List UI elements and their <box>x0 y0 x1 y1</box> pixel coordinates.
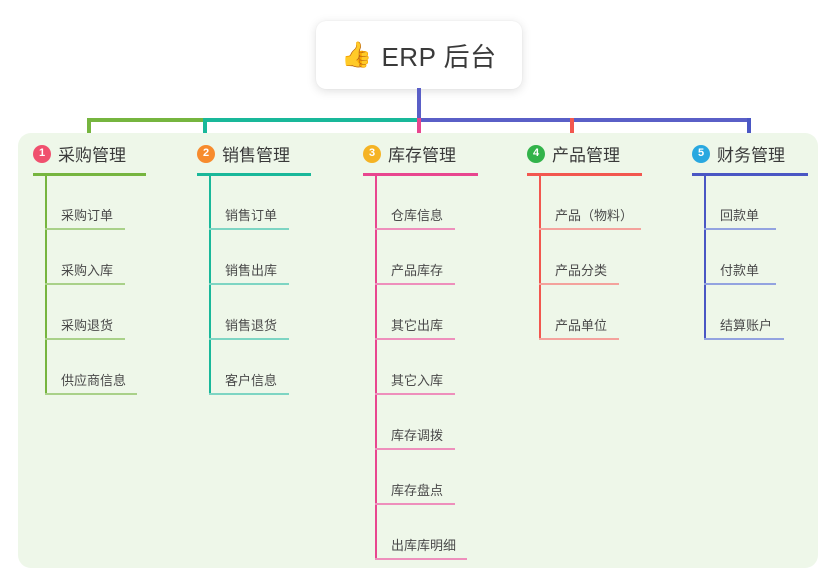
branch-badge-sales: 2 <box>197 144 215 163</box>
branch-spine-finance <box>704 176 706 340</box>
branch-title-purchase: 采购管理 <box>58 146 126 165</box>
branch-title-sales: 销售管理 <box>222 146 290 165</box>
branch-item-inventory-4[interactable]: 其它入库 <box>375 361 455 395</box>
branch-item-label: 产品（物料） <box>555 208 634 223</box>
branch-spine-inventory <box>375 176 377 560</box>
branch-item-rule <box>375 338 455 340</box>
branch-item-inventory-7[interactable]: 出库库明细 <box>375 526 467 560</box>
branch-item-sales-3[interactable]: 销售退货 <box>209 306 289 340</box>
branch-title-inventory: 库存管理 <box>388 146 456 165</box>
branch-item-rule <box>704 283 776 285</box>
bar-segment-green <box>87 118 203 122</box>
branches-panel: 1 采购管理采购订单采购入库采购退货供应商信息 2 销售管理销售订单销售出库销售退货客… <box>18 133 818 568</box>
branch-item-label: 采购入库 <box>61 263 114 278</box>
branch-item-rule <box>704 228 776 230</box>
root-node-title: ERP 后台 <box>381 41 497 72</box>
branch-item-inventory-2[interactable]: 产品库存 <box>375 251 455 285</box>
branch-item-label: 出库库明细 <box>391 538 457 553</box>
branch-item-rule <box>375 283 455 285</box>
branch-item-rule <box>375 393 455 395</box>
branch-item-label: 采购退货 <box>61 318 114 333</box>
branch-header-rule-product <box>527 173 642 176</box>
root-stem-connector <box>417 88 421 121</box>
branch-item-sales-2[interactable]: 销售出库 <box>209 251 289 285</box>
bar-segment-blue <box>419 118 751 122</box>
branch-item-product-3[interactable]: 产品单位 <box>539 306 619 340</box>
branch-spine-product <box>539 176 541 340</box>
thumbs-up-icon: 👍 <box>341 40 373 69</box>
branch-item-label: 产品库存 <box>391 263 444 278</box>
branch-item-product-2[interactable]: 产品分类 <box>539 251 619 285</box>
branch-item-label: 结算账户 <box>720 318 773 333</box>
branch-item-rule <box>45 338 125 340</box>
branch-item-rule <box>45 283 125 285</box>
branch-item-purchase-3[interactable]: 采购退货 <box>45 306 125 340</box>
branch-item-rule <box>539 228 641 230</box>
branch-item-product-1[interactable]: 产品（物料） <box>539 196 641 230</box>
branch-header-finance[interactable]: 5 财务管理 <box>692 141 785 166</box>
branch-item-rule <box>45 393 137 395</box>
branch-item-purchase-4[interactable]: 供应商信息 <box>45 361 137 395</box>
branch-header-inventory[interactable]: 3 库存管理 <box>363 141 456 166</box>
branch-item-rule <box>209 338 289 340</box>
branch-item-label: 客户信息 <box>225 373 278 388</box>
branch-spine-purchase <box>45 176 47 395</box>
branch-item-inventory-5[interactable]: 库存调拨 <box>375 416 455 450</box>
branch-item-rule <box>209 228 289 230</box>
branch-item-inventory-1[interactable]: 仓库信息 <box>375 196 455 230</box>
branch-title-finance: 财务管理 <box>717 146 785 165</box>
branch-item-label: 销售订单 <box>225 208 278 223</box>
branch-item-rule <box>209 393 289 395</box>
branch-item-rule <box>375 503 455 505</box>
branch-header-rule-finance <box>692 173 808 176</box>
branch-header-product[interactable]: 4 产品管理 <box>527 141 620 166</box>
branch-badge-product: 4 <box>527 144 545 163</box>
branch-item-label: 产品分类 <box>555 263 608 278</box>
branch-badge-finance: 5 <box>692 144 710 163</box>
root-node[interactable]: 👍 ERP 后台 <box>316 21 522 89</box>
bar-segment-teal <box>203 118 419 122</box>
branch-item-label: 销售出库 <box>225 263 278 278</box>
branch-item-rule <box>539 338 619 340</box>
branch-header-rule-sales <box>197 173 311 176</box>
branch-spine-sales <box>209 176 211 395</box>
branch-item-purchase-2[interactable]: 采购入库 <box>45 251 125 285</box>
branch-title-product: 产品管理 <box>552 146 620 165</box>
branch-item-sales-1[interactable]: 销售订单 <box>209 196 289 230</box>
branch-item-purchase-1[interactable]: 采购订单 <box>45 196 125 230</box>
branch-header-rule-inventory <box>363 173 478 176</box>
branch-header-purchase[interactable]: 1 采购管理 <box>33 141 126 166</box>
branch-item-rule <box>375 228 455 230</box>
branch-item-rule <box>209 283 289 285</box>
branch-item-rule <box>45 228 125 230</box>
branch-item-rule <box>375 448 455 450</box>
branch-item-finance-3[interactable]: 结算账户 <box>704 306 784 340</box>
branch-item-rule <box>539 283 619 285</box>
branch-item-label: 仓库信息 <box>391 208 444 223</box>
branch-item-finance-1[interactable]: 回款单 <box>704 196 776 230</box>
branch-item-label: 回款单 <box>720 208 760 223</box>
branch-badge-inventory: 3 <box>363 144 381 163</box>
branch-item-rule <box>704 338 784 340</box>
branch-item-label: 产品单位 <box>555 318 608 333</box>
branch-item-rule <box>375 558 467 560</box>
branch-item-label: 销售退货 <box>225 318 278 333</box>
branch-item-label: 库存盘点 <box>391 483 444 498</box>
branch-item-label: 付款单 <box>720 263 760 278</box>
branch-item-label: 其它出库 <box>391 318 444 333</box>
branch-item-sales-4[interactable]: 客户信息 <box>209 361 289 395</box>
branch-item-inventory-6[interactable]: 库存盘点 <box>375 471 455 505</box>
branch-item-label: 其它入库 <box>391 373 444 388</box>
branch-header-rule-purchase <box>33 173 146 176</box>
branch-item-inventory-3[interactable]: 其它出库 <box>375 306 455 340</box>
branch-item-label: 库存调拨 <box>391 428 444 443</box>
branch-header-sales[interactable]: 2 销售管理 <box>197 141 290 166</box>
branch-item-finance-2[interactable]: 付款单 <box>704 251 776 285</box>
branch-badge-purchase: 1 <box>33 144 51 163</box>
branch-item-label: 采购订单 <box>61 208 114 223</box>
branch-item-label: 供应商信息 <box>61 373 127 388</box>
